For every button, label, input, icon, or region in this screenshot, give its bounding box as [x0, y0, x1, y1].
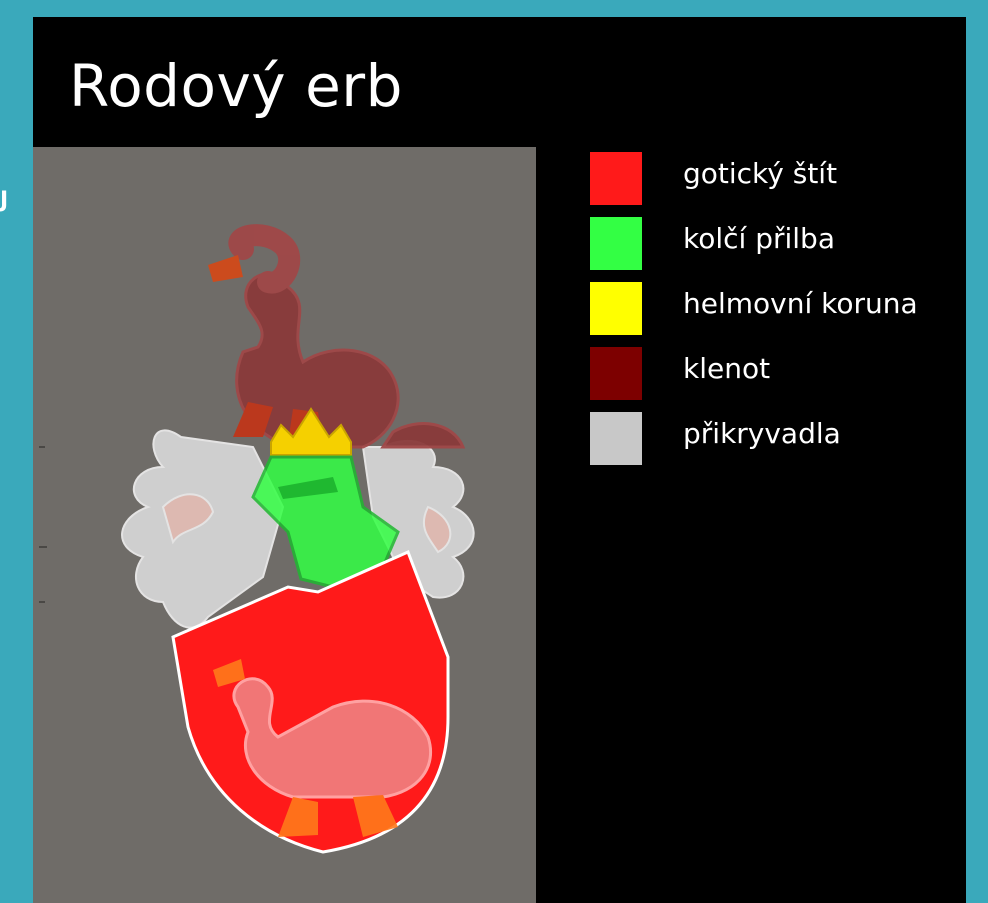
legend-swatch: [590, 412, 642, 465]
legend-swatch: [590, 152, 642, 205]
legend-label: klenot: [683, 352, 770, 385]
edge-glyph: J: [0, 188, 8, 213]
legend-label: helmovní koruna: [683, 287, 918, 320]
slide-title: Rodový erb: [69, 57, 403, 115]
coat-of-arms-figure: [33, 147, 536, 903]
legend-swatch: [590, 282, 642, 335]
legend-label: přikryvadla: [683, 417, 841, 450]
legend-label: gotický štít: [683, 157, 837, 190]
legend-label: kolčí přilba: [683, 222, 835, 255]
slide: Rodový erb: [33, 17, 966, 903]
legend-swatch: [590, 347, 642, 400]
legend-swatch: [590, 217, 642, 270]
